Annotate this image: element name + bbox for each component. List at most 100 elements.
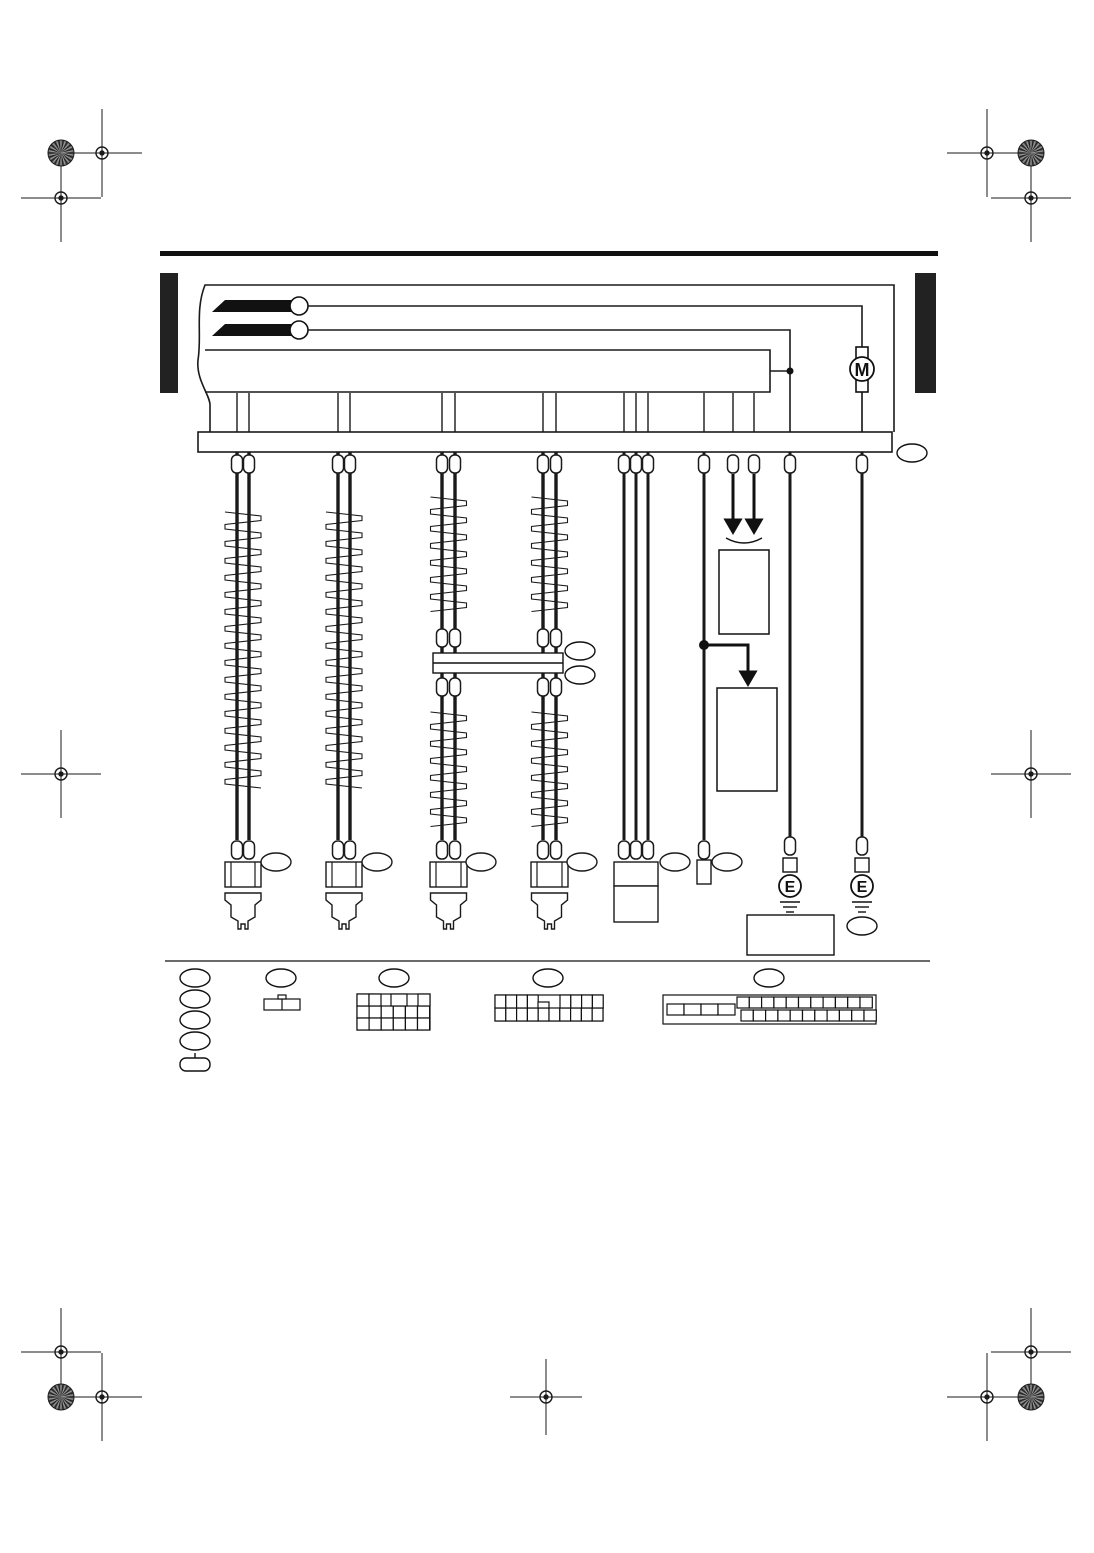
wire-terminal bbox=[242, 840, 256, 860]
connector-latch bbox=[277, 994, 287, 1000]
connector-cavity bbox=[570, 994, 583, 1009]
wire-terminal bbox=[549, 628, 563, 648]
ground-right: E bbox=[850, 857, 874, 913]
module-connector-label bbox=[896, 443, 928, 463]
crosshair-registration-icon bbox=[21, 1308, 101, 1396]
motor-icon: M bbox=[849, 346, 875, 393]
connector-cavity bbox=[760, 996, 775, 1009]
connector-cavity bbox=[801, 1009, 816, 1022]
legend-bubble-2pin bbox=[265, 968, 297, 988]
connector-cavity bbox=[380, 1005, 394, 1019]
ground-left-location-box bbox=[746, 914, 835, 956]
connector-cavity bbox=[859, 996, 873, 1009]
connector-cavity bbox=[580, 994, 593, 1009]
crosshair-registration-icon bbox=[62, 109, 142, 197]
legend-bubble-12pin bbox=[378, 968, 410, 988]
intermediate-connector-label-1 bbox=[564, 641, 596, 661]
wire-terminal bbox=[617, 454, 631, 474]
connector-cavity bbox=[797, 996, 812, 1009]
wire-terminal bbox=[629, 454, 643, 474]
connector-cavity bbox=[559, 994, 572, 1009]
crosshair-registration-icon bbox=[510, 1359, 582, 1435]
connector-cavity bbox=[789, 1009, 804, 1022]
branch-arrow bbox=[704, 643, 758, 687]
connector-cavity bbox=[559, 1007, 572, 1022]
sensor-label-bubble bbox=[260, 852, 292, 872]
ground-right-label-bubble bbox=[846, 916, 878, 936]
ground-icon bbox=[850, 874, 874, 898]
connector-cavity bbox=[773, 996, 787, 1009]
legend-bubble-module bbox=[753, 968, 785, 988]
connector-cavity bbox=[515, 994, 528, 1009]
wire-terminal bbox=[435, 454, 449, 474]
wire-terminal bbox=[629, 840, 643, 860]
triple-connector-label-bubble bbox=[659, 852, 691, 872]
left-side-tab bbox=[160, 273, 178, 393]
connector-cavity bbox=[494, 994, 507, 1009]
output-arc bbox=[725, 537, 763, 544]
wire-terminal bbox=[641, 840, 655, 860]
wire-terminal bbox=[855, 454, 869, 474]
crosshair-registration-icon bbox=[947, 109, 1027, 197]
twisted-pair-shield bbox=[530, 496, 569, 613]
connector-cavity bbox=[666, 1003, 685, 1016]
connector-cavity bbox=[368, 993, 382, 1007]
connector-cavity bbox=[368, 1005, 382, 1019]
legend-bubble-1 bbox=[179, 968, 211, 988]
connector-cavity bbox=[417, 993, 431, 1007]
connector-cavity bbox=[356, 993, 370, 1007]
input-wires bbox=[308, 305, 863, 432]
connector-cavity bbox=[505, 1007, 518, 1022]
ground-left: E bbox=[778, 857, 802, 913]
radial-color-wheel-icon bbox=[47, 1383, 75, 1411]
twisted-pair-shield bbox=[429, 711, 468, 828]
wire-terminal bbox=[536, 677, 550, 697]
wire-terminal bbox=[331, 454, 345, 474]
connector-cavity bbox=[380, 1017, 394, 1031]
crosshair-registration-icon bbox=[21, 730, 101, 818]
twisted-pair-shield bbox=[224, 511, 262, 789]
sensor-connectors bbox=[224, 852, 743, 930]
crosshair-registration-icon bbox=[947, 1353, 1027, 1441]
connector-cavity bbox=[368, 1017, 382, 1031]
input-arrow-2 bbox=[212, 324, 292, 336]
wire-terminal bbox=[536, 840, 550, 860]
radial-color-wheel-icon bbox=[1017, 139, 1045, 167]
motor-label: M bbox=[855, 360, 870, 380]
legend-connector-faces bbox=[263, 993, 877, 1031]
connector-cavity bbox=[591, 994, 604, 1009]
connector-cavity bbox=[814, 1009, 828, 1022]
legend-bubble-20pin bbox=[532, 968, 564, 988]
wire-terminal bbox=[747, 454, 761, 474]
input-arrow-1 bbox=[212, 300, 292, 312]
connector-cavity bbox=[416, 1017, 431, 1031]
ground-icon bbox=[778, 874, 802, 898]
wire-terminal bbox=[726, 454, 740, 474]
connector-cavity bbox=[404, 1005, 419, 1019]
sensor-label-bubble bbox=[361, 852, 393, 872]
connector-cavity bbox=[838, 1009, 853, 1022]
wire-terminal bbox=[617, 840, 631, 860]
input-terminal-2 bbox=[289, 320, 309, 340]
connector-cavity bbox=[548, 1007, 561, 1022]
control-module bbox=[197, 284, 895, 453]
legend-connector-bubbles bbox=[179, 968, 211, 1072]
connector-cavity bbox=[826, 1009, 840, 1022]
wire-terminal bbox=[783, 836, 797, 856]
connector-cavity bbox=[863, 1009, 877, 1022]
connector-cavity bbox=[515, 1007, 528, 1022]
connector-cavity bbox=[810, 996, 824, 1009]
wire-terminal bbox=[435, 840, 449, 860]
sensor-icon bbox=[429, 861, 468, 930]
wire-terminal bbox=[536, 454, 550, 474]
wire-terminal bbox=[549, 454, 563, 474]
sensor-label-bubble bbox=[465, 852, 497, 872]
wire-terminal bbox=[549, 677, 563, 697]
connector-cavity bbox=[851, 1009, 865, 1022]
ground-right-label: E bbox=[857, 879, 868, 896]
connector-cavity bbox=[392, 1005, 406, 1019]
input-arrows bbox=[212, 296, 309, 340]
wire-terminal bbox=[448, 454, 462, 474]
